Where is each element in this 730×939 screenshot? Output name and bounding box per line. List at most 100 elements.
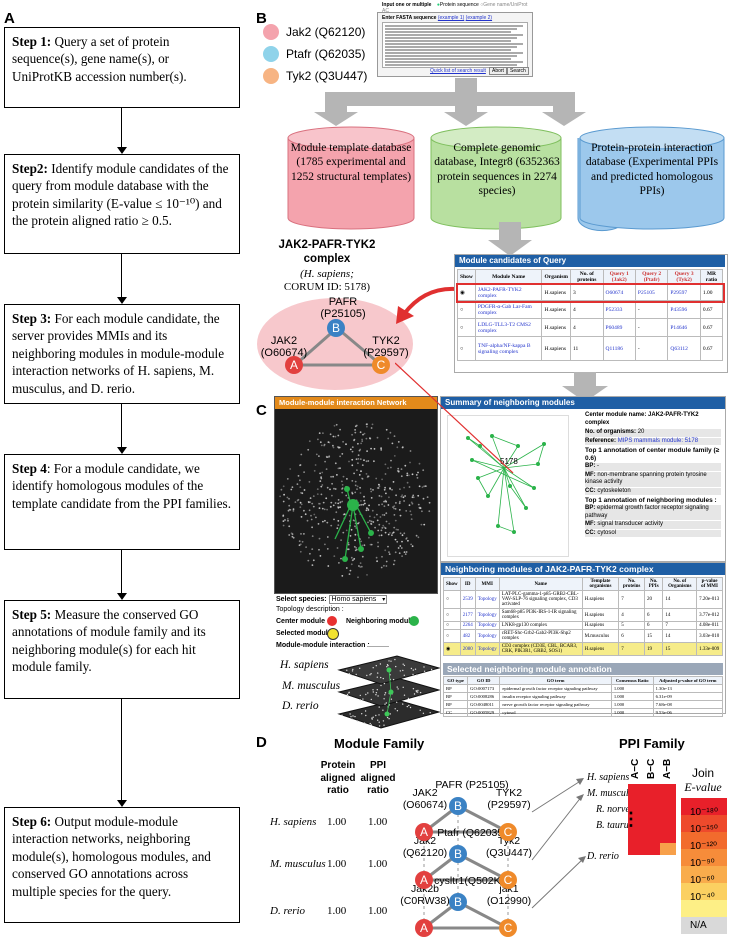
network-panel[interactable]: Module-module interaction Network <box>274 396 438 594</box>
table-row[interactable]: ○ LDLG-TLL3-T2 CMS2 complex H.sapiens 4 … <box>457 318 724 337</box>
neighbor-node[interactable] <box>368 530 374 536</box>
summary-network[interactable]: 5178 <box>447 415 569 557</box>
radio-selected[interactable]: ◉ <box>443 642 461 656</box>
network-node <box>308 440 311 443</box>
radio-gene-name[interactable]: ○ <box>480 2 484 8</box>
network-graph[interactable] <box>275 409 437 593</box>
candidate-q1[interactable]: P52333 <box>602 300 636 319</box>
table-row[interactable]: ○ PDGFR-α-Gab Lar-Fam complex H.sapiens … <box>457 300 724 319</box>
candidate-q1[interactable]: Q11186 <box>602 336 636 361</box>
bp-label: BP: <box>585 463 596 470</box>
radio[interactable]: ○ <box>443 608 461 622</box>
row-norg: 14 <box>662 608 698 622</box>
network-node <box>385 492 387 495</box>
candidate-name[interactable]: LDLG-TLL3-T2 CMS2 complex <box>474 318 543 337</box>
candidate-org: H.sapiens <box>541 284 571 301</box>
network-node <box>351 464 354 467</box>
layer-node <box>351 718 354 720</box>
hdr-line: ratio <box>327 785 349 796</box>
neighbor-node[interactable] <box>344 486 350 492</box>
candidate-name[interactable]: PDGFR-α-Gab Lar-Fam complex <box>474 300 543 319</box>
candidate-name[interactable]: TNF-alpha/NF-kappa B signaling complex <box>474 336 543 361</box>
search-button[interactable]: Search <box>507 67 529 75</box>
go-type: BP <box>442 692 469 701</box>
row-org: H.sapiens <box>581 621 620 630</box>
row-nppi: 6 <box>644 621 664 630</box>
network-node <box>357 454 360 457</box>
network-node <box>384 486 386 489</box>
step-5-title: Step 5: <box>12 607 52 622</box>
row-id[interactable]: 2264 <box>459 621 476 630</box>
network-node <box>366 425 368 428</box>
row-id[interactable]: 2539 <box>459 590 476 609</box>
table-row[interactable]: ○ TNF-alpha/NF-kappa B signaling complex… <box>457 336 724 361</box>
network-node <box>394 538 397 541</box>
candidate-name[interactable]: JAK2-PAFR-TYK2 complex <box>474 284 543 301</box>
chevron-down-icon: ▾ <box>382 597 386 603</box>
layer-node <box>403 694 406 696</box>
abort-button[interactable]: Abort <box>489 67 507 75</box>
topology-link[interactable]: Topology <box>474 621 500 630</box>
layer-node <box>397 688 399 690</box>
network-node <box>384 473 387 475</box>
candidate-q2[interactable]: P25105 <box>634 284 669 301</box>
candidate-q2: - <box>634 336 669 361</box>
example-2-link[interactable]: (example 2) <box>465 15 493 21</box>
species-select[interactable]: Homo sapiens▾ <box>328 595 388 604</box>
db-integr8-label: Complete genomic database, Integr8 (6352… <box>434 142 560 198</box>
neighbor-node[interactable] <box>358 546 364 552</box>
center-module-name-label: Center module name: <box>585 412 647 418</box>
row-id[interactable]: 482 <box>459 629 476 643</box>
radio-selected[interactable]: ◉ <box>457 284 476 301</box>
radio[interactable]: ○ <box>443 629 461 643</box>
neighbor-node[interactable] <box>342 556 348 562</box>
topology-link[interactable]: Topology <box>474 629 500 643</box>
candidate-q3[interactable]: Q63112 <box>667 336 701 361</box>
layer-node <box>362 698 364 700</box>
layer-node <box>372 667 374 669</box>
radio[interactable]: ○ <box>443 590 461 609</box>
norg-value: 20 <box>637 429 645 435</box>
network-node <box>354 431 357 434</box>
network-node <box>352 519 355 522</box>
table-row[interactable]: ◉ JAK2-PAFR-TYK2 complex H.sapiens 3 O60… <box>455 282 725 303</box>
topology-link[interactable]: Topology <box>474 608 500 622</box>
topology-link[interactable]: Topology <box>474 590 500 609</box>
topology-link[interactable]: Topology <box>474 642 500 656</box>
row-id[interactable]: 2080 <box>459 642 476 656</box>
network-node <box>394 551 397 554</box>
quick-list-link[interactable]: Quick list of search result <box>430 68 486 74</box>
summary-edge <box>497 525 515 533</box>
summary-network-graph[interactable]: 5178 <box>448 416 568 556</box>
network-node <box>356 488 358 490</box>
red-connector-line <box>395 362 514 474</box>
radio[interactable]: ○ <box>457 318 476 337</box>
radio-protein-sequence[interactable]: ● <box>436 2 440 8</box>
ref-value-link[interactable]: MIPS mammals module: 5178 <box>617 437 699 444</box>
network-node <box>380 447 382 450</box>
layer-node <box>407 697 410 700</box>
network-node <box>319 555 322 557</box>
candidate-q1[interactable]: P60489 <box>602 318 636 337</box>
candidate-q3[interactable]: P29597 <box>667 284 701 301</box>
step-1-box: Step 1: Query a set of protein sequence(… <box>4 27 240 108</box>
example-1-link[interactable]: (example 1) <box>437 15 465 21</box>
candidate-q3[interactable]: P14646 <box>667 318 701 337</box>
network-node <box>378 504 380 506</box>
radio[interactable]: ○ <box>443 621 461 630</box>
candidate-q3[interactable]: P43596 <box>667 300 701 319</box>
candidate-q1[interactable]: O60674 <box>602 284 636 301</box>
fasta-textarea[interactable] <box>382 22 528 68</box>
db-integr8-cylinder <box>430 126 562 230</box>
radio[interactable]: ○ <box>457 300 476 319</box>
center-module-node[interactable] <box>347 499 359 511</box>
hdr-line: Protein <box>320 760 356 771</box>
network-node <box>397 441 400 443</box>
row-id[interactable]: 2177 <box>459 608 476 622</box>
scale-title-evalue-text: E-value <box>684 780 722 794</box>
